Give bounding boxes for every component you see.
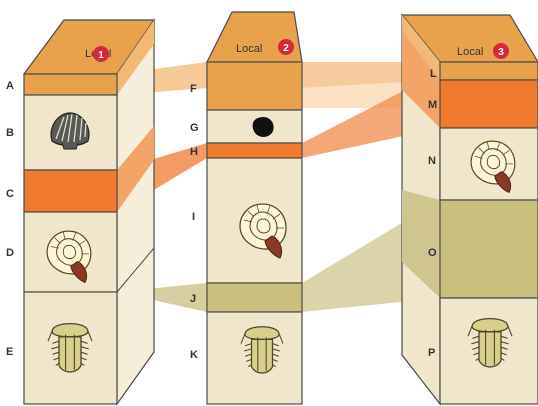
layer-C — [24, 170, 117, 212]
column-2-number: 2 — [283, 43, 289, 54]
label-layer-A: A — [6, 80, 14, 92]
layer-F — [207, 62, 302, 110]
label-layer-I: I — [192, 211, 195, 223]
layer-O — [440, 200, 538, 298]
layer-H — [207, 143, 302, 158]
label-layer-N: N — [428, 155, 436, 167]
column-3-number: 3 — [498, 47, 504, 58]
label-layer-H: H — [190, 146, 198, 158]
column-3-title: Local — [457, 46, 483, 58]
label-layer-G: G — [190, 122, 199, 134]
label-layer-J: J — [190, 293, 196, 305]
label-layer-M: M — [428, 99, 437, 111]
layer-M — [440, 80, 538, 128]
column-local-3: Local 3 — [402, 15, 538, 404]
label-layer-F: F — [190, 83, 197, 95]
column-2-title: Local — [236, 43, 262, 55]
layer-J — [207, 283, 302, 312]
label-layer-O: O — [428, 247, 437, 259]
layer-A — [24, 74, 117, 95]
column-local-1: Local 1 — [24, 20, 154, 404]
label-layer-K: K — [190, 349, 198, 361]
label-layer-E: E — [6, 346, 13, 358]
layer-L — [440, 62, 538, 80]
label-layer-L: L — [430, 68, 437, 80]
column-1-number: 1 — [98, 50, 104, 61]
label-layer-C: C — [6, 188, 14, 200]
label-layer-D: D — [6, 247, 14, 259]
column-local-2: Local 2 — [207, 12, 302, 404]
label-layer-B: B — [6, 127, 14, 139]
label-layer-P: P — [428, 347, 435, 359]
